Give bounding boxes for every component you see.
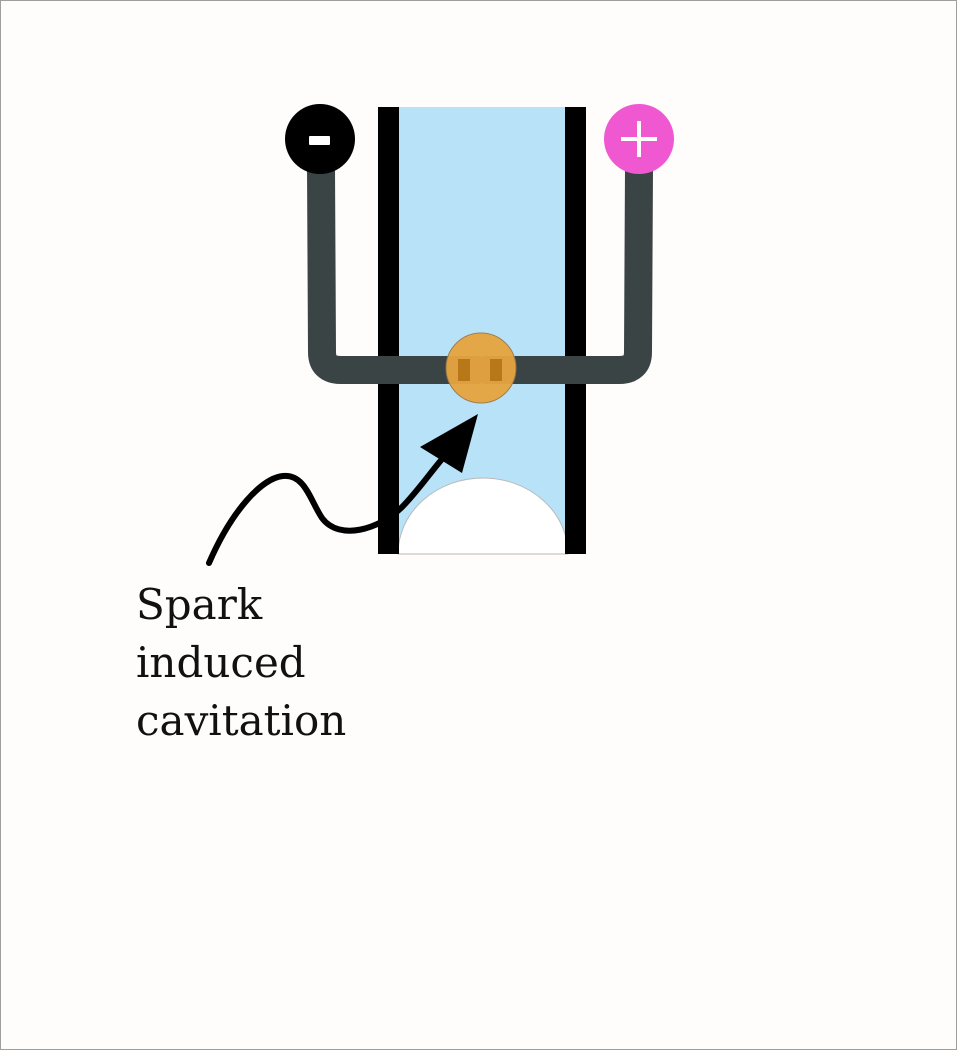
caption-line-1: Spark [136,580,263,629]
arrow-head-icon [420,414,478,473]
right-wall [565,107,586,554]
left-electrode-tip [458,359,470,381]
left-wall [378,107,399,554]
caption-line-2: induced [136,638,306,687]
plus-terminal-icon [604,104,674,174]
curved-arrow-icon [206,449,451,566]
right-wire [472,154,653,384]
left-wire [307,154,490,384]
caption-line-3: cavitation [136,696,347,745]
spark-icon [445,332,517,404]
curved-arrow-tip [208,503,247,564]
minus-terminal-icon [285,104,355,174]
caption: Spark induced cavitation [136,576,346,750]
cavitation-bubble [397,477,569,555]
right-electrode-tip [490,359,502,381]
